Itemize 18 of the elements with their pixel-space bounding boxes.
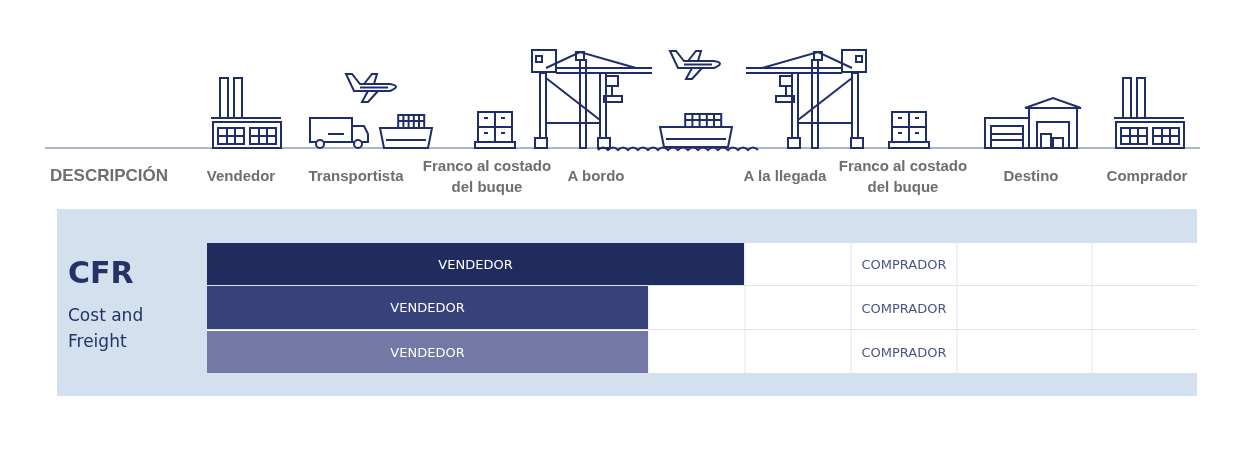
responsibility-bar: VENDEDOR xyxy=(207,286,648,329)
responsibility-bar: VENDEDOR xyxy=(207,243,744,285)
stage-label: A bordo xyxy=(566,166,626,186)
row-panel xyxy=(57,209,1197,396)
table-cell-text: COMPRADOR xyxy=(860,343,948,362)
column-heading: DESCRIPCIÓN xyxy=(50,165,169,186)
term-code: CFR xyxy=(68,255,134,290)
stage-label: Comprador xyxy=(1105,166,1189,186)
stage-label: A la llegada xyxy=(742,166,828,186)
stage-label: Vendedor xyxy=(205,166,277,186)
stage-label: Franco al costado del buque xyxy=(837,156,969,197)
stage-label: Franco al costado del buque xyxy=(421,156,553,197)
table-cell-text: COMPRADOR xyxy=(860,255,948,274)
term-name: Cost and Freight xyxy=(68,304,145,353)
stage-label: Destino xyxy=(1002,166,1060,186)
responsibility-bar: VENDEDOR xyxy=(207,331,648,373)
table-cell-text: COMPRADOR xyxy=(860,299,948,318)
stage-label: Transportista xyxy=(307,166,405,186)
